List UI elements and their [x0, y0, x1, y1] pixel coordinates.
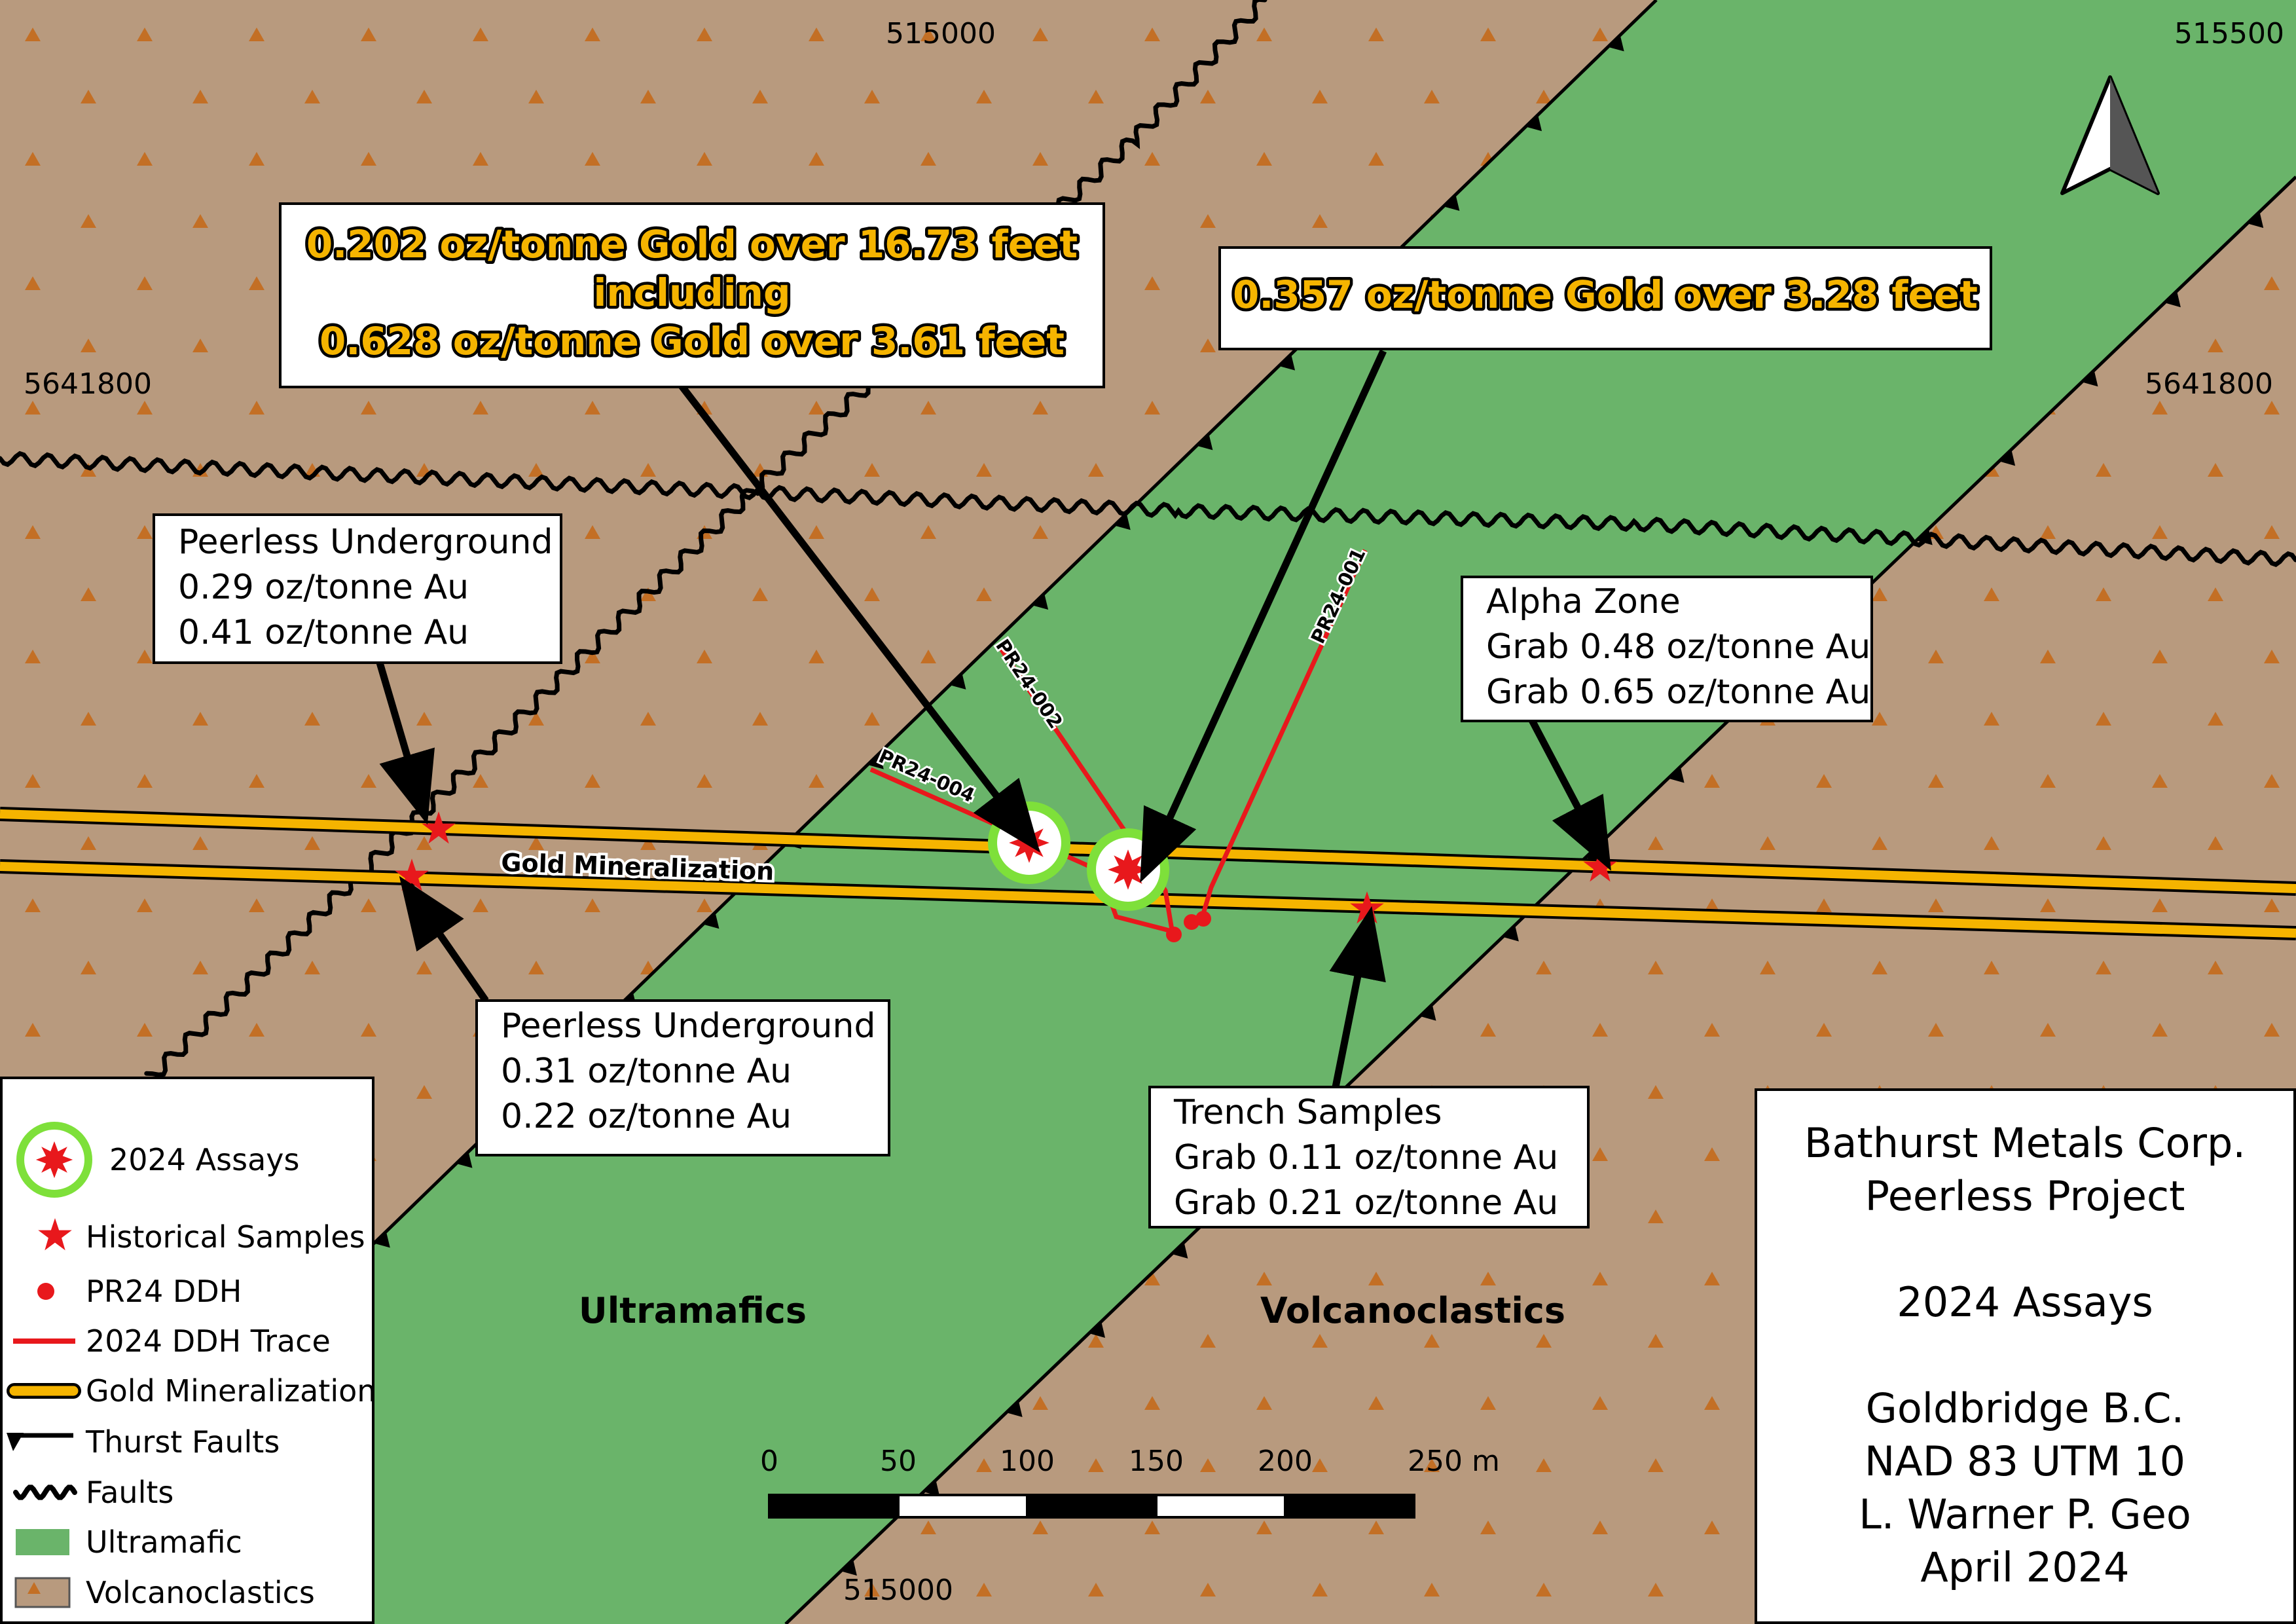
title-block: Bathurst Metals Corp. Peerless Project 2… — [1755, 1088, 2296, 1624]
scale-tick-label: 0 — [760, 1445, 778, 1478]
scale-bar: 0 50 100 150 200 250 m — [760, 1445, 1500, 1519]
title-author: L. Warner P. Geo — [1859, 1490, 2191, 1538]
callout-trench-samples: Trench Samples Grab 0.11 oz/tonne Au Gra… — [1148, 1086, 1590, 1228]
grid-labels: 515000 515500 515000 5641800 5641800 — [24, 17, 2284, 1607]
scale-bar-segments — [768, 1494, 1415, 1519]
trace-pr24-001 — [1199, 549, 1368, 921]
legend-label: 2024 Assays — [109, 1142, 299, 1177]
ultramafics-label: Ultramafics — [579, 1290, 807, 1331]
easting-top-left: 515000 — [886, 17, 996, 50]
legend-item-ddh-dot: PR24 DDH — [37, 1274, 242, 1309]
legend-item-assay-2024: 2024 Assays — [16, 1122, 299, 1198]
trench-line2: Grab 0.21 oz/tonne Au — [1174, 1183, 1558, 1223]
legend-label: PR24 DDH — [86, 1274, 242, 1309]
peerless-lower-line2: 0.22 oz/tonne Au — [501, 1097, 792, 1136]
legend-label: Gold Mineralization — [86, 1373, 376, 1409]
volcanoclastics-label: Volcanoclastics — [1260, 1290, 1565, 1331]
alpha-title: Alpha Zone — [1486, 582, 1681, 621]
scale-tick-label: 250 m — [1408, 1445, 1500, 1478]
dot-icon — [37, 1283, 54, 1300]
title-project: Peerless Project — [1865, 1172, 2185, 1220]
drill-left-line1: 0.202 oz/tonne Gold over 16.73 feet — [306, 222, 1078, 267]
title-company: Bathurst Metals Corp. — [1804, 1119, 2246, 1167]
ultramafic-swatch — [16, 1529, 69, 1555]
title-datum: NAD 83 UTM 10 — [1865, 1437, 2185, 1485]
callout-arrows — [376, 349, 1611, 1088]
easting-bottom: 515000 — [843, 1574, 953, 1607]
ddh-collars — [1166, 911, 1211, 942]
trench-line1: Grab 0.11 oz/tonne Au — [1174, 1138, 1558, 1177]
legend-item-ddh-trace: 2024 DDH Trace — [13, 1323, 331, 1359]
legend-item-historical-star: Historical Samples — [38, 1218, 365, 1255]
scale-tick-label: 200 — [1258, 1445, 1313, 1478]
title-location: Goldbridge B.C. — [1866, 1384, 2184, 1432]
legend-item-thrust-fault: Thurst Faults — [7, 1424, 280, 1460]
ddh-dot — [1195, 911, 1211, 927]
legend-item-ultramafic-fill: Ultramafic — [16, 1524, 242, 1560]
legend-item-gold-band: Gold Mineralization — [7, 1373, 376, 1409]
north-arrow-icon — [2060, 75, 2160, 195]
peerless-upper-line2: 0.41 oz/tonne Au — [178, 613, 469, 652]
trace-pr24-002 — [996, 644, 1175, 931]
peerless-lower-line1: 0.31 oz/tonne Au — [501, 1052, 792, 1091]
trench-title: Trench Samples — [1173, 1093, 1442, 1132]
legend-item-volcanoclastic-fill: Volcanoclastics — [14, 1575, 315, 1610]
peerless-lower-title: Peerless Underground — [501, 1006, 875, 1046]
callout-peerless-lower: Peerless Underground 0.31 oz/tonne Au 0.… — [475, 999, 890, 1156]
alpha-line2: Grab 0.65 oz/tonne Au — [1486, 673, 1870, 712]
callout-alpha-zone: Alpha Zone Grab 0.48 oz/tonne Au Grab 0.… — [1461, 576, 1873, 722]
scale-tick-label: 150 — [1129, 1445, 1184, 1478]
legend-label: Thurst Faults — [85, 1424, 280, 1460]
legend-item-fault: Faults — [13, 1475, 173, 1510]
scale-tick-label: 100 — [1000, 1445, 1055, 1478]
fault-northeast — [144, 0, 1267, 1077]
ddh-dot — [1166, 927, 1182, 942]
peerless-upper-title: Peerless Underground — [178, 523, 553, 562]
legend-label: Volcanoclastics — [86, 1575, 315, 1610]
alpha-line1: Grab 0.48 oz/tonne Au — [1486, 627, 1870, 667]
scale-bar-ticks: 0 50 100 150 200 250 m — [760, 1445, 1500, 1478]
ultramafic-belt — [164, 0, 2296, 1624]
legend-label: Faults — [86, 1475, 173, 1510]
easting-top-right: 515500 — [2174, 17, 2284, 50]
faults — [0, 0, 2296, 1077]
volcanoclastic-swatch — [14, 1577, 71, 1608]
northing-left: 5641800 — [24, 367, 152, 401]
callout-peerless-upper: Peerless Underground 0.29 oz/tonne Au 0.… — [153, 513, 562, 664]
title-subtitle: 2024 Assays — [1897, 1278, 2153, 1326]
fault-line-icon — [13, 1485, 77, 1500]
drill-right-line1: 0.357 oz/tonne Gold over 3.28 feet — [1233, 272, 1978, 317]
northing-right: 5641800 — [2145, 367, 2273, 401]
callout-drill-left: 0.202 oz/tonne Gold over 16.73 feet incl… — [279, 202, 1105, 388]
ddh-dot — [1184, 914, 1199, 930]
legend-label: Ultramafic — [86, 1524, 242, 1560]
fault-east-west — [0, 451, 2296, 568]
legend-label: Historical Samples — [86, 1219, 365, 1255]
drill-left-line2: including — [594, 270, 791, 315]
callout-drill-right: 0.357 oz/tonne Gold over 3.28 feet — [1218, 246, 1992, 350]
legend-label: 2024 DDH Trace — [86, 1323, 331, 1359]
title-date: April 2024 — [1920, 1543, 2129, 1591]
peerless-upper-line1: 0.29 oz/tonne Au — [178, 568, 469, 607]
scale-tick-label: 50 — [880, 1445, 917, 1478]
drill-left-line3: 0.628 oz/tonne Gold over 3.61 feet — [319, 319, 1065, 363]
